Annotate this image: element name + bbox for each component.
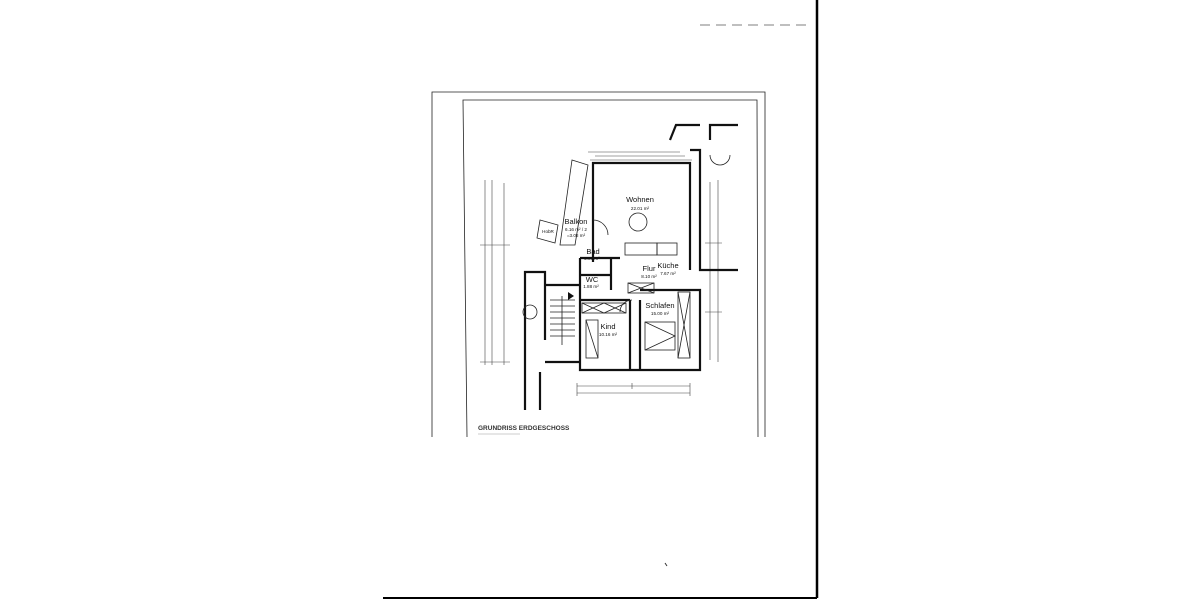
- hobr-box: [536, 219, 559, 244]
- svg-text:Schlafen: Schlafen: [645, 301, 674, 310]
- room-schlafen: Schlafen 15.00 m²: [645, 301, 674, 316]
- svg-text:Bad: Bad: [586, 247, 599, 256]
- svg-text:Flur: Flur: [643, 264, 656, 273]
- svg-text:10.16 m²: 10.16 m²: [599, 332, 618, 337]
- svg-text:=3.08 m²: =3.08 m²: [567, 233, 586, 238]
- svg-text:HobR: HobR: [542, 229, 554, 234]
- room-bad: Bad 2.80 m²: [584, 247, 600, 261]
- drawing-title: GRUNDRISS ERDGESCHOSS: [478, 425, 570, 432]
- svg-text:Wohnen: Wohnen: [626, 195, 654, 204]
- room-wohnen: Wohnen 22.01 m²: [626, 195, 654, 211]
- svg-text:Küche: Küche: [657, 261, 678, 270]
- fixtures: [581, 154, 731, 359]
- room-kind: Kind 10.16 m²: [599, 322, 618, 337]
- room-kueche: Küche 7.67 m²: [657, 261, 678, 276]
- svg-text:7.67 m²: 7.67 m²: [660, 271, 676, 276]
- svg-text:Balkon: Balkon: [565, 217, 588, 226]
- balcony-outline: [559, 159, 589, 246]
- svg-text:WC: WC: [586, 275, 599, 284]
- room-flur: Flur 8.10 m²: [641, 264, 657, 279]
- svg-text:22.01 m²: 22.01 m²: [631, 206, 650, 211]
- svg-text:2.80 m²: 2.80 m²: [584, 256, 600, 261]
- svg-text:6.16 m² / 2: 6.16 m² / 2: [565, 227, 587, 232]
- drawing-frame: [431, 91, 766, 438]
- svg-text:1.88 m²: 1.88 m²: [583, 284, 599, 289]
- svg-text:Kind: Kind: [600, 322, 615, 331]
- walls: [523, 123, 738, 410]
- scan-speck: [664, 562, 668, 567]
- svg-text:15.00 m²: 15.00 m²: [651, 311, 670, 316]
- room-wc: WC 1.88 m²: [583, 275, 599, 289]
- dimension-lines: [480, 151, 722, 396]
- staircase: [522, 292, 575, 345]
- svg-text:8.10 m²: 8.10 m²: [641, 274, 657, 279]
- room-balkon: Balkon 6.16 m² / 2 =3.08 m² HobR: [542, 217, 587, 238]
